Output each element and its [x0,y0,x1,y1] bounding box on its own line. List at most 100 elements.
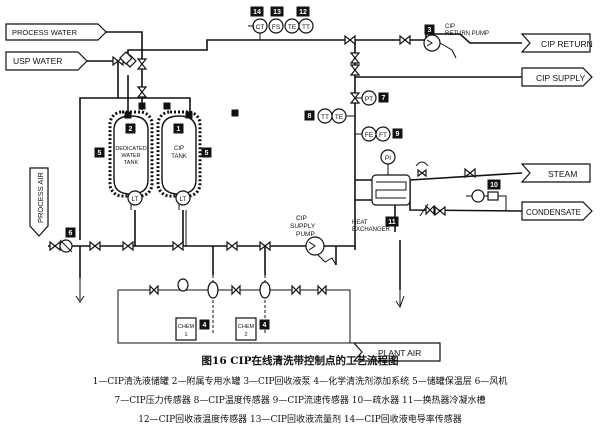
heat-exchanger: HEAT EXCHANGER [352,164,411,233]
svg-text:13: 13 [273,9,281,16]
instrument-te-top: TE [284,18,300,34]
cip-return-dest: CIP RETURN [520,33,593,53]
callout-7: 7 [378,92,389,103]
callouts: 1 2 3 4 4 5 5 6 7 8 9 10 11 12 13 14 [65,6,501,330]
instrument-fs: FS [268,18,284,34]
supply-pump-label-3: PUMP [296,231,315,238]
valve-hdr-1 [89,240,101,252]
hx-label-1: HEAT [352,220,368,226]
chem1-label-1: CHEM [178,324,195,330]
instrument-tt-mid: TT [317,108,333,124]
valve-return-pump [399,34,411,46]
plant-air-source: PLANT AIR [352,342,441,362]
chem2-label-1: CHEM [238,324,255,330]
drain-arrow-left [75,295,85,303]
usp-water-label: USP WATER [13,56,62,66]
steam-trap [466,189,507,211]
valve-hdr-5 [259,240,271,252]
legend-line-1: 1—CIP清洗液储罐 2—附属专用水罐 3—CIP回收液泵 4—化学清洗剂添加系… [92,377,508,387]
svg-text:14: 14 [253,9,261,16]
valve-hdr-3 [172,240,184,252]
instrument-tt-top: TT [298,18,314,34]
callout-9: 9 [392,128,403,139]
return-pump-label-1: CIP [445,24,455,30]
ft-text: FT [379,132,387,139]
dedicated-tank-label-1: DEDICATED [115,146,146,152]
instrument-pt: PT [355,90,377,106]
tt-text-mid: TT [321,114,329,121]
svg-text:4: 4 [263,322,267,329]
callout-8: 8 [304,110,315,121]
valve-top-right [344,34,356,46]
instrument-ft: FT [355,126,391,142]
callout-1: 1 [173,123,184,134]
cip-supply-label: CIP SUPPLY [536,73,586,83]
supply-pump-label-1: CIP [296,215,307,222]
check-valve-top [119,51,137,68]
process-air-source: PROCESS AIR [29,167,49,237]
legend-line-2: 7—CIP压力传感器 8—CIP温度传感器 9—CIP流速传感器 10—疏水器 … [114,396,486,406]
valve-riser-1 [349,52,361,64]
instrument-te-mid: TE [331,108,355,124]
svg-text:7: 7 [382,95,386,102]
drain-arrows [75,295,405,309]
valve-steam [464,167,476,179]
steam-control-valve [415,161,429,178]
callout-4a: 4 [199,319,210,330]
instrument-ct: CT [252,18,268,34]
chem-1: CHEM 1 [175,317,197,341]
legend-line-3: 12—CIP回收液温度传感器 13—CIP回收液流量剂 14—CIP回收液电导率… [138,415,462,425]
figure-caption: 图16 CIP在线清洗带控制点的工艺流程图 [201,355,399,367]
callout-3: 3 [424,24,435,35]
fe-text: FE [365,132,374,139]
drain-arrow-right [395,295,405,309]
return-pump-label-2: RETURN PUMP [445,31,489,37]
callout-12: 12 [296,6,310,17]
cip-tank-label-1: CIP [174,146,184,152]
dosing-pumps [177,278,271,299]
dedicated-tank-label-2: WATER [121,153,140,159]
blower [59,239,73,253]
usp-water-source: USP WATER [5,51,88,71]
instrument-pi: PI [380,149,396,165]
process-water-label: PROCESS WATER [12,28,78,37]
valve-riser-2 [349,64,361,76]
valve-process-water [136,58,148,70]
callout-5a: 5 [94,147,105,158]
plant-air-label: PLANT AIR [378,348,421,358]
pi-text: PI [385,155,391,162]
svg-text:8: 8 [308,113,312,120]
svg-text:6: 6 [69,230,73,237]
instrument-lt-1: LT [127,190,143,206]
condensate-valve [419,203,435,217]
chem1-label-2: 1 [184,332,187,338]
lt-text-1: LT [132,197,139,203]
callout-5b: 5 [201,147,212,158]
cip-return-pump: CIP RETURN PUMP [423,24,489,59]
instrument-fe: FE [361,126,377,142]
condensate-dest: CONDENSATE [521,201,593,221]
svg-text:2: 2 [129,126,133,133]
svg-text:11: 11 [388,219,396,226]
svg-text:5: 5 [205,150,209,157]
callout-4b: 4 [259,319,270,330]
cip-return-label: CIP RETURN [541,39,593,49]
svg-text:10: 10 [490,182,498,189]
tt-text-top: TT [302,24,310,31]
svg-text:4: 4 [203,322,207,329]
cip-supply-pump: CIP SUPPLY PUMP [290,215,337,266]
callout-2: 2 [125,123,136,134]
piping [48,31,523,344]
te-text-mid: TE [335,114,344,121]
valve-air [49,240,61,252]
te-text-top: TE [288,24,297,31]
cip-tank-label-2: TANK [171,154,187,160]
svg-text:12: 12 [299,9,307,16]
process-water-source: PROCESS WATER [5,23,107,41]
dedicated-tank-label-3: TANK [124,160,139,166]
svg-text:5: 5 [98,150,102,157]
supply-pump-label-2: SUPPLY [290,223,316,230]
callout-10: 10 [487,179,501,190]
tank-inlets [124,102,239,119]
